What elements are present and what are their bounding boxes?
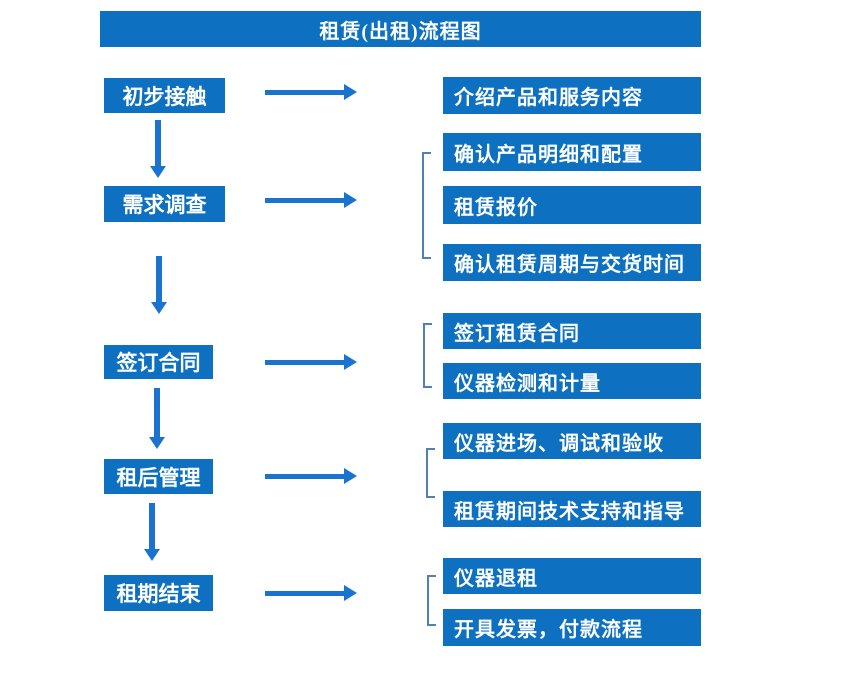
detail-box-technical-support: 租赁期间技术支持和指导: [443, 491, 701, 527]
arrow-head-icon: [344, 84, 357, 100]
arrow-head-icon: [149, 437, 165, 449]
detail-box-rental-quote: 租赁报价: [443, 186, 701, 224]
right-arrow-1: [265, 84, 357, 100]
arrow-shaft: [265, 359, 344, 365]
detail-box-confirm-product-config: 确认产品明细和配置: [443, 133, 701, 171]
detail-box-invoice-payment: 开具发票，付款流程: [443, 609, 701, 646]
arrow-head-icon: [144, 549, 160, 561]
step-box-rental-end: 租期结束: [104, 575, 213, 611]
detail-box-instrument-setup-acceptance: 仪器进场、调试和验收: [443, 423, 701, 459]
arrow-shaft: [265, 473, 344, 479]
down-arrow-4: [144, 503, 160, 561]
step-box-demand-survey: 需求调查: [104, 186, 225, 222]
detail-box-instrument-testing: 仪器检测和计量: [443, 363, 701, 399]
detail-box-introduce-products: 介绍产品和服务内容: [443, 77, 701, 114]
arrow-shaft: [156, 256, 162, 303]
arrow-head-icon: [344, 354, 357, 370]
down-arrow-2: [151, 256, 167, 314]
arrow-shaft: [155, 120, 161, 167]
step-box-initial-contact: 初步接触: [104, 78, 225, 113]
arrow-shaft: [154, 388, 160, 438]
step-box-sign-contract: 签订合同: [104, 345, 213, 379]
detail-box-confirm-period-delivery: 确认租赁周期与交货时间: [443, 244, 701, 281]
arrow-head-icon: [150, 166, 166, 178]
arrow-shaft: [265, 197, 344, 203]
bracket-group-sign-contract: [423, 323, 432, 388]
arrow-shaft: [149, 503, 155, 550]
right-arrow-4: [265, 468, 357, 484]
bracket-group-rental-end: [427, 575, 436, 626]
detail-box-instrument-return: 仪器退租: [443, 558, 701, 594]
flowchart-title: 租赁(出租)流程图: [100, 11, 701, 47]
right-arrow-3: [265, 354, 357, 370]
right-arrow-2: [265, 192, 357, 208]
arrow-shaft: [265, 89, 344, 95]
arrow-shaft: [265, 590, 344, 596]
arrow-head-icon: [344, 192, 357, 208]
step-box-post-rental-management: 租后管理: [104, 459, 213, 494]
right-arrow-5: [265, 585, 357, 601]
arrow-head-icon: [151, 302, 167, 314]
arrow-head-icon: [344, 585, 357, 601]
down-arrow-1: [150, 120, 166, 178]
down-arrow-3: [149, 388, 165, 449]
bracket-group-demand-survey: [422, 152, 431, 259]
detail-box-sign-rental-contract: 签订租赁合同: [443, 313, 701, 349]
bracket-group-post-rental: [426, 448, 435, 498]
arrow-head-icon: [344, 468, 357, 484]
